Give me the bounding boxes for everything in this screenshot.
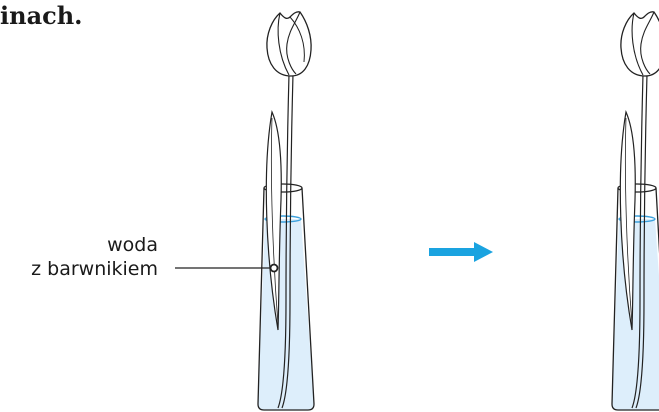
callout-marker-icon: [271, 265, 278, 272]
water-after: [612, 219, 659, 410]
right-arrow-icon: [429, 242, 493, 262]
flower-after: [621, 12, 659, 76]
vase-after: [612, 184, 659, 410]
flower-before: [267, 12, 311, 76]
